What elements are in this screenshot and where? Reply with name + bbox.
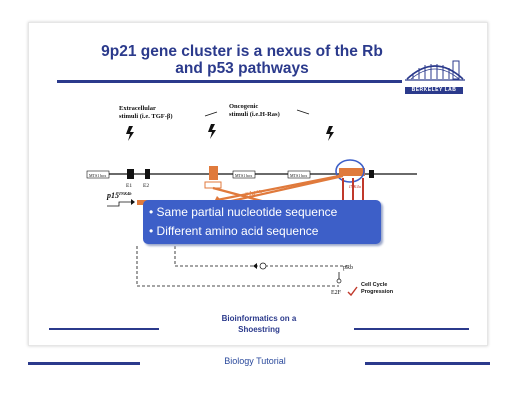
exon-e2 <box>145 169 150 179</box>
footer-rule-left <box>49 328 159 330</box>
cell-cycle-label-2: Progression <box>361 289 394 295</box>
p15-label-main: p15 <box>106 191 119 200</box>
arrowhead-icon <box>131 199 135 205</box>
ink4a-exon <box>339 168 365 176</box>
logo-wordmark: BERKELEY LAB <box>405 87 463 94</box>
checkmark-icon <box>347 286 358 297</box>
mts-box <box>232 170 256 179</box>
berkeley-lab-logo: BERKELEY LAB <box>405 49 467 97</box>
extracellular-label-2: stimuli (i.e. TGF-β) <box>119 113 173 120</box>
pointer-arrow-left <box>204 111 218 117</box>
p15-label: p15INK4b <box>106 191 132 200</box>
prb-node <box>336 278 342 284</box>
title-divider <box>57 80 402 83</box>
mts-box <box>287 170 311 179</box>
caption-bar-right <box>365 362 490 365</box>
slide-footer: Bioinformatics on a Shoestring <box>189 313 329 335</box>
footer-rule-right <box>354 328 469 330</box>
mts-box-label: MTS1 box <box>235 173 252 178</box>
p15-label-sup: INK4b <box>118 191 132 196</box>
cell-cycle-label-1: Cell Cycle <box>361 282 387 288</box>
oncogenic-label-1: Oncogenic <box>229 103 258 110</box>
arrowhead-icon <box>253 263 257 269</box>
prb-label: pRb <box>343 265 353 271</box>
ink4a-label: INK4a <box>348 184 362 189</box>
caption-bar-left <box>28 362 140 365</box>
dashed-line-1 <box>174 246 347 267</box>
dashed-line-2 <box>136 246 339 287</box>
splice-arrow-1 <box>216 174 340 202</box>
p15-arrow <box>107 201 133 207</box>
oncogenic-label-2: stimuli (i.e.H-Ras) <box>229 111 280 118</box>
mts-box-label: MTS1 box <box>89 173 106 178</box>
lightning-bolt-icon <box>208 124 216 139</box>
callout-line-1: • Same partial nucleotide sequence <box>149 205 338 219</box>
highlight-circle <box>335 159 365 183</box>
feedback-node <box>259 262 267 270</box>
e2f-label: E2F <box>331 290 342 296</box>
slide-title-line-2: and p53 pathways <box>175 60 309 77</box>
lab-building-icon <box>405 60 465 81</box>
mts-box-label: MTS1 box <box>290 173 307 178</box>
footer-line-2: Shoestring <box>238 325 280 334</box>
exon-e2-label: E2 <box>143 183 149 189</box>
slide-title-line-1: 9p21 gene cluster is a nexus of the Rb <box>101 43 383 60</box>
footer-line-1: Bioinformatics on a <box>221 314 297 323</box>
lightning-bolt-icon <box>126 126 134 141</box>
slide-title: 9p21 gene cluster is a nexus of the Rb a… <box>77 43 407 77</box>
callout-box: • Same partial nucleotide sequence • Dif… <box>143 200 381 244</box>
page-caption: Biology Tutorial <box>224 356 286 366</box>
slide: 9p21 gene cluster is a nexus of the Rb a… <box>28 22 488 346</box>
callout-line-2: • Different amino acid sequence <box>149 224 319 238</box>
lightning-bolt-icon <box>326 126 334 141</box>
splice-arrow-2 <box>226 174 344 204</box>
arf-exon <box>209 166 218 180</box>
extracellular-label-1: Extracellular <box>119 105 156 112</box>
exon-e1 <box>127 169 134 179</box>
exon-e1-label: E1 <box>126 183 132 189</box>
pointer-arrow-right <box>296 109 310 115</box>
exon-e3 <box>369 170 374 178</box>
mts-box <box>86 170 110 179</box>
arf-promoter-box <box>204 181 222 189</box>
